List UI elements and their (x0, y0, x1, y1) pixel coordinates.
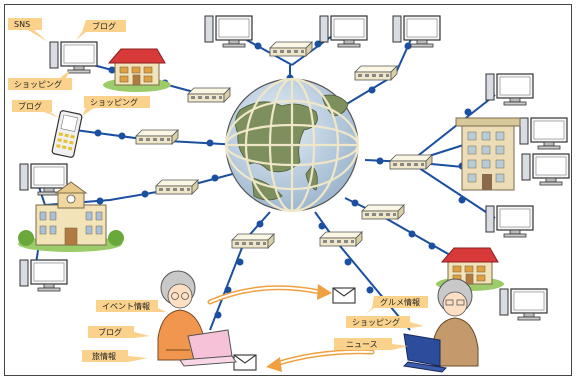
bubble-shopping-man: ショッピング (346, 316, 424, 328)
bubble-blog-phone: ブログ (12, 100, 60, 118)
bubble-event-info: イベント情報 (96, 300, 166, 312)
school-icon (18, 181, 124, 252)
diagram-frame (4, 4, 572, 376)
bubble-gourmet-info: グルメ情報 (366, 296, 428, 314)
laptop-icon (402, 333, 448, 373)
bubble-shopping-phone: ショッピング (82, 96, 150, 116)
bubble-news: ニュース (334, 338, 408, 350)
smartphone-icon (51, 110, 83, 158)
label-news: ニュース (346, 340, 378, 349)
bubble-sns: SNS (8, 18, 48, 42)
message-arrows (207, 284, 375, 372)
bubble-travel-info: 旅情報 (82, 350, 148, 362)
label-blog-woman: ブログ (98, 327, 122, 337)
label-blog-top: ブログ (92, 21, 116, 31)
laptop-icon (179, 329, 237, 367)
label-shopping-phone: ショッピング (90, 97, 138, 107)
label-travel-info: 旅情報 (92, 351, 116, 361)
person-icon (157, 270, 205, 361)
person-icon (431, 278, 479, 367)
label-gourmet-info: グルメ情報 (380, 297, 420, 307)
bubble-blog-woman: ブログ (88, 326, 150, 338)
label-bubbles: SNS ブログ ショッピング ブログ ショッピング イベント情報 (8, 18, 428, 362)
label-blog-phone: ブログ (18, 101, 42, 111)
globe-icon (224, 77, 360, 213)
label-shopping-man: ショッピング (352, 317, 400, 327)
label-event-info: イベント情報 (102, 301, 150, 311)
label-sns: SNS (14, 20, 30, 29)
office-building-icon (455, 117, 521, 191)
label-shopping-top: ショッピング (14, 79, 62, 89)
bubble-shopping-top: ショッピング (8, 70, 72, 90)
bubble-blog-top: ブログ (76, 20, 126, 40)
